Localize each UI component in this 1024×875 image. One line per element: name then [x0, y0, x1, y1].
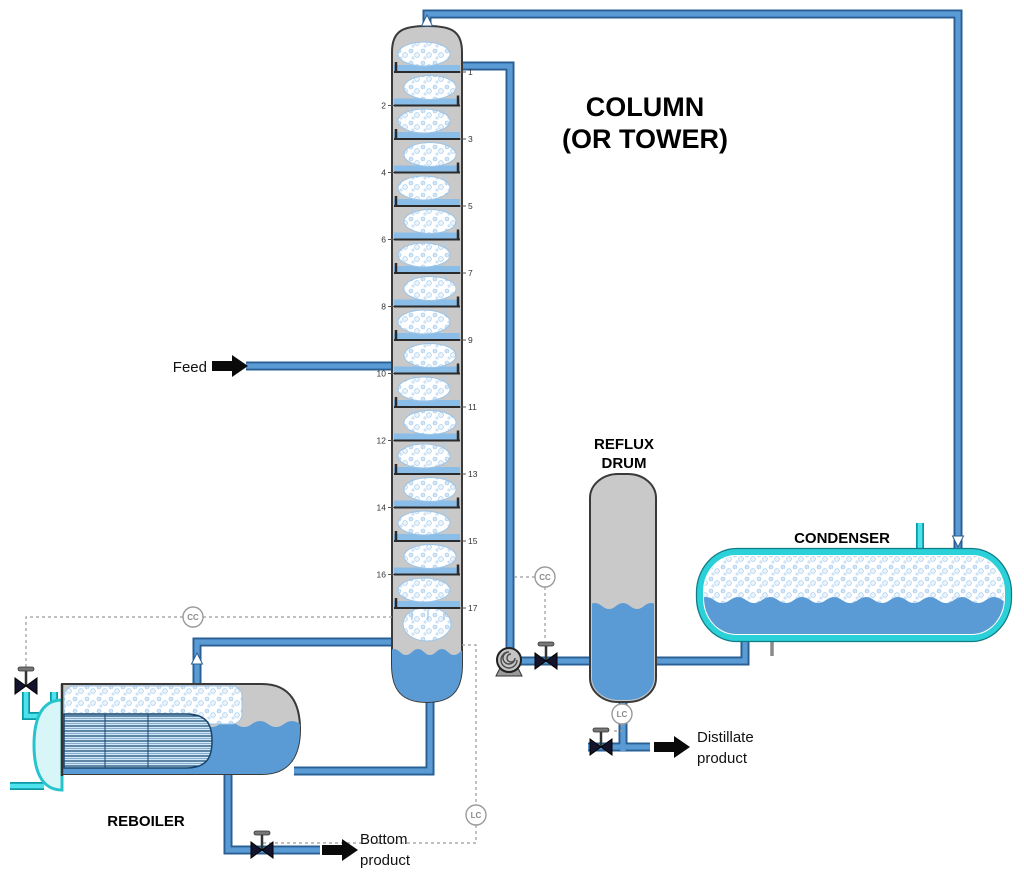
lc-bottoms-bubble: [465, 804, 487, 826]
tray: 3: [394, 108, 473, 151]
tray: 17: [394, 577, 478, 620]
reflux-drum: [589, 473, 657, 703]
tray-number: 11: [468, 402, 477, 412]
condenser-label: CONDENSER: [794, 530, 890, 547]
tray-number: 8: [381, 302, 386, 312]
cc-reboiler-label: CC: [187, 613, 199, 622]
steam-valve: [13, 665, 39, 696]
column-bottoms-pipe-fill: [294, 694, 433, 774]
tray: 2: [381, 75, 460, 118]
tray: 12: [377, 410, 460, 453]
tray-number: 17: [468, 603, 478, 613]
reflux-drum-label-line1: REFLUX: [594, 436, 654, 453]
reboiler-label: REBOILER: [107, 813, 185, 830]
column-bottoms-pipe: [294, 694, 435, 776]
condenser-outline: [695, 547, 1013, 643]
tray: 14: [377, 477, 460, 520]
column-bottoms-liquid: [392, 649, 462, 702]
condenser: [695, 547, 1013, 656]
tray: 5: [394, 175, 473, 218]
tray-number: 9: [468, 335, 473, 345]
distillate-arrow-icon: [654, 736, 690, 758]
tray-number: 14: [377, 503, 387, 513]
condenser-to-drum-pipe-fill: [654, 634, 748, 664]
condenser-liquid: [704, 597, 1004, 634]
tray: 7: [394, 242, 473, 285]
lc-drum-label: LC: [617, 710, 628, 719]
lc-bottoms-label: LC: [471, 811, 482, 820]
tray: 16: [377, 544, 460, 587]
cc-reboiler-bubble: [182, 606, 204, 628]
tray: 13: [394, 443, 478, 486]
cc-reflux-label: CC: [539, 573, 551, 582]
reflux-drum-label-line2: DRUM: [602, 455, 647, 472]
reboiler: [32, 683, 302, 792]
lc-drum-signal: [611, 724, 623, 732]
feed-label: Feed: [173, 359, 207, 376]
bottom-product-arrow-icon: [322, 839, 358, 861]
tray-number: 2: [381, 101, 386, 111]
tray-number: 10: [377, 369, 387, 379]
tray-number: 4: [381, 168, 386, 178]
tray: 6: [381, 209, 460, 252]
tray: 10: [377, 343, 460, 386]
tray-number: 3: [468, 134, 473, 144]
tray-number: 12: [377, 436, 387, 446]
reflux-drum-liquid: [592, 603, 654, 700]
distillate-label-line2: product: [697, 750, 748, 767]
tray: 9: [394, 309, 473, 352]
reflux-pump: [495, 647, 523, 677]
reflux-return-pipe-fill: [460, 63, 513, 652]
tray: 8: [381, 276, 460, 319]
lc-drum-bubble: [611, 703, 633, 725]
cc-reflux-bubble: [534, 566, 556, 588]
reboiler-vapor-pipe-fill: [194, 639, 396, 686]
tray-number: 6: [381, 235, 386, 245]
lc-bottoms-signal-up: [462, 644, 477, 805]
reboiler-channel-head: [32, 698, 64, 792]
bottom-label-line2: product: [360, 852, 411, 869]
diagram-title-line2: (OR TOWER): [562, 124, 728, 154]
tray: 15: [394, 510, 478, 553]
tray-number: 5: [468, 201, 473, 211]
bottom-product-pipe: [223, 774, 320, 855]
diagram-title-line1: COLUMN: [586, 92, 704, 122]
cc-reboiler-signal-left: [25, 616, 183, 668]
bottom-product-pipe-fill: [225, 774, 320, 853]
tray-number: 13: [468, 469, 478, 479]
distillate-label-line1: Distillate: [697, 729, 754, 746]
reboiler-vapor-pipe: [192, 637, 396, 686]
tray: 4: [381, 142, 460, 185]
reboiler-tube-bundle: [63, 713, 213, 769]
labels: COLUMN (OR TOWER) CONDENSER REFLUX DRUM …: [107, 92, 890, 869]
controllers: CC CC LC LC: [182, 566, 633, 826]
reflux-return-pipe: [460, 61, 515, 652]
steam-valve-pipe-fill: [23, 692, 40, 719]
feed-arrow-icon: [212, 355, 248, 377]
bottom-label-line1: Bottom: [360, 831, 408, 848]
tray: 11: [394, 376, 477, 419]
tray-number: 7: [468, 268, 473, 278]
tray-number: 16: [377, 570, 387, 580]
tray-number: 15: [468, 536, 478, 546]
tray-number: 1: [468, 67, 473, 77]
